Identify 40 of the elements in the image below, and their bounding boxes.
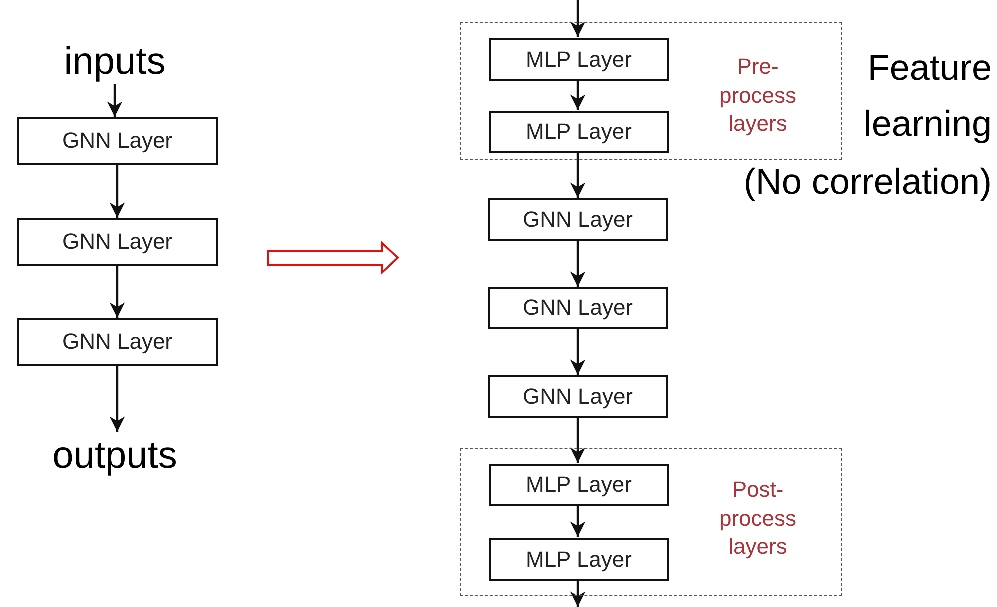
layer-label: GNN Layer: [522, 295, 634, 321]
arrow: [570, 580, 586, 607]
layer-label: GNN Layer: [62, 229, 173, 255]
layer-label: MLP Layer: [526, 546, 632, 572]
layer-box: [489, 38, 669, 81]
arrow: [110, 266, 126, 318]
io-label: outputs: [52, 434, 178, 478]
layer-box: [488, 198, 668, 241]
arrow: [570, 418, 586, 463]
layer-box: [489, 111, 669, 153]
layer-label: GNN Layer: [62, 128, 173, 154]
layer-box: [488, 375, 668, 418]
layer-box: [17, 117, 218, 165]
arrow: [570, 505, 586, 537]
annotation-text: (No correlation): [742, 160, 992, 204]
group-label: Pre- process layers: [718, 53, 798, 138]
layer-label: MLP Layer: [526, 472, 632, 498]
layer-label: GNN Layer: [62, 329, 173, 355]
arrow: [110, 366, 126, 432]
io-label: inputs: [64, 40, 166, 84]
annotation-text: Feature learning: [862, 46, 992, 146]
arrow: [110, 165, 126, 218]
dashed-group-box: [460, 448, 842, 596]
layer-label: MLP Layer: [526, 46, 632, 72]
arrow: [107, 84, 123, 117]
arrow: [570, 80, 586, 110]
arrow: [570, 329, 586, 375]
layer-box: [489, 464, 669, 506]
arrow: [570, 241, 586, 287]
layer-label: GNN Layer: [522, 206, 634, 232]
layer-label: MLP Layer: [526, 119, 632, 145]
group-label: Post- process layers: [718, 476, 798, 562]
layer-box: [17, 218, 218, 266]
layer-box: [488, 287, 668, 329]
arrow: [570, 0, 586, 37]
layer-box: [489, 538, 669, 581]
dashed-group-box: [460, 22, 842, 160]
layer-box: [17, 318, 218, 366]
layer-label: GNN Layer: [522, 384, 634, 410]
arrow: [570, 152, 586, 198]
